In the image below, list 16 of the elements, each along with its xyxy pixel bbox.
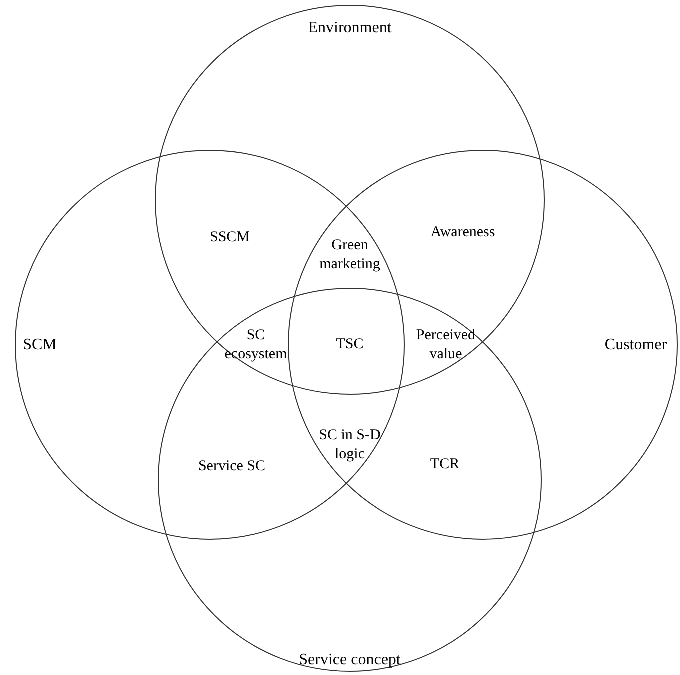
region-label: Green marketing	[318, 236, 382, 274]
venn-circle	[158, 288, 542, 672]
circle-label: Customer	[604, 335, 668, 355]
region-label: TCR	[429, 456, 461, 474]
region-label: Awareness	[430, 224, 496, 242]
venn-circle	[15, 150, 405, 540]
region-label: Service SC	[197, 458, 267, 476]
region-label: TSC	[335, 336, 365, 354]
circle-label: Service concept	[299, 650, 401, 670]
venn-circle	[155, 5, 545, 395]
venn-circle	[288, 150, 678, 540]
circle-label: Environment	[308, 18, 392, 38]
region-label: Perceived value	[415, 326, 477, 364]
region-label: SSCM	[208, 228, 252, 248]
region-label: SC in S-D logic	[318, 426, 382, 464]
circle-label: SCM	[23, 335, 57, 355]
